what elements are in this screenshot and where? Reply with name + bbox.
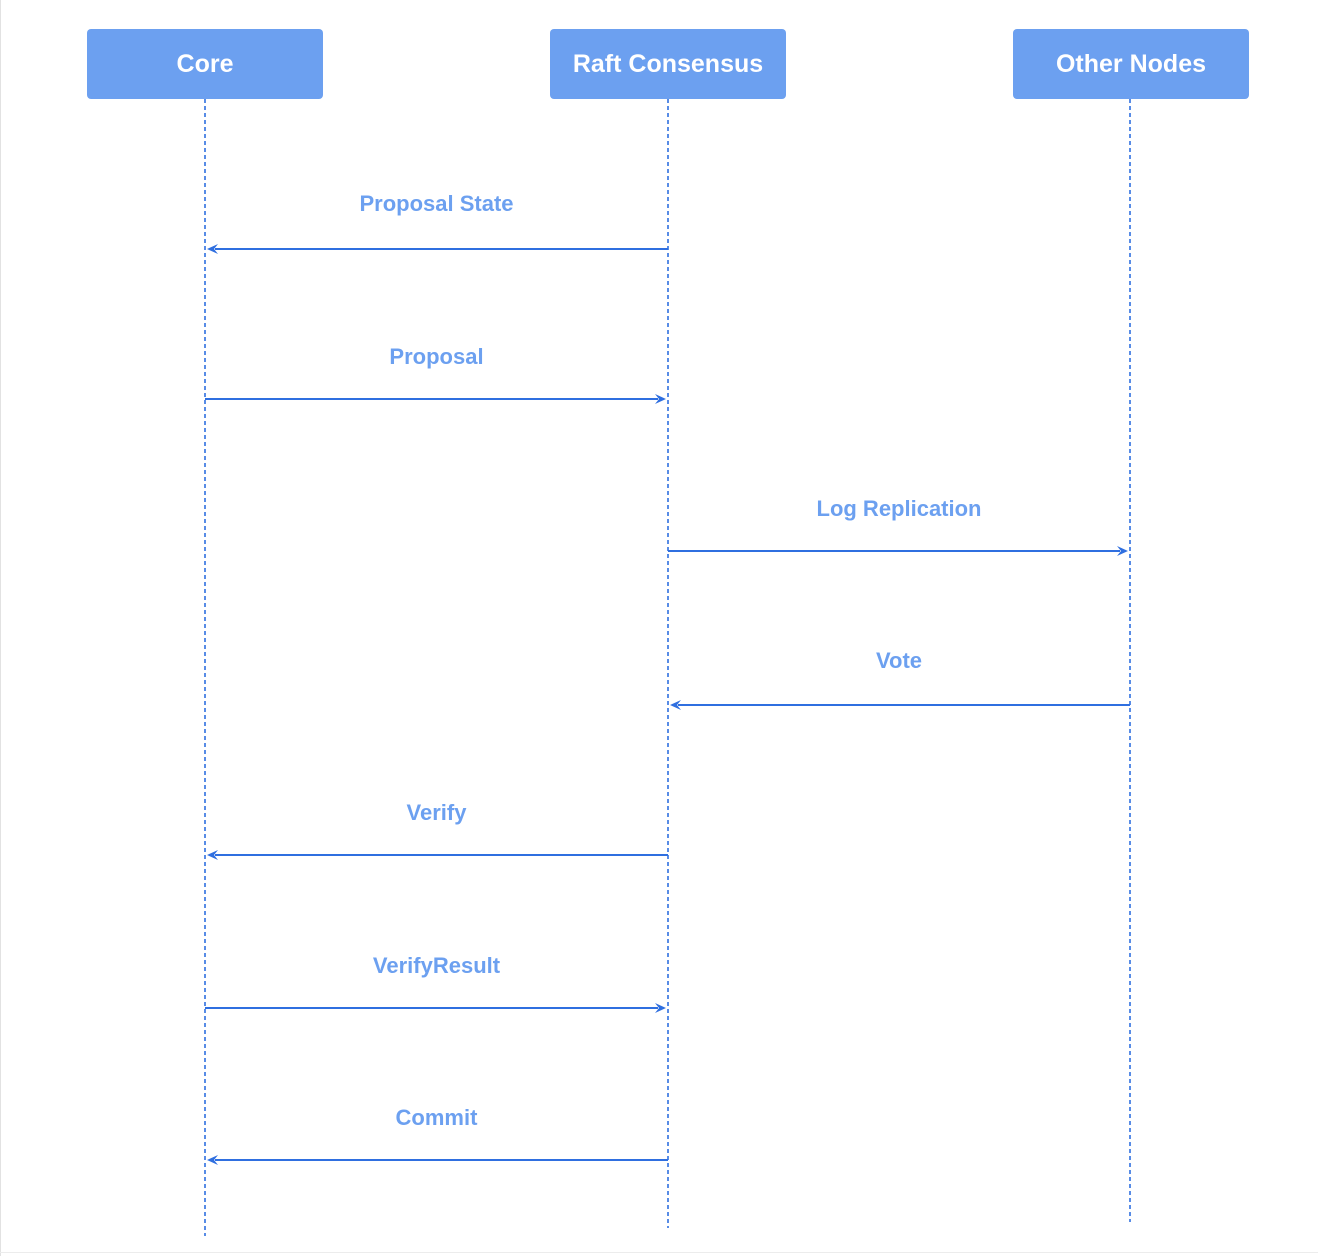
arrowhead-icon [207,1155,218,1165]
message-label-verify: Verify [406,800,467,825]
arrowhead-icon [207,244,218,254]
arrowhead-icon [207,850,218,860]
participant-core[interactable]: Core [87,29,323,99]
message-label-log-replication: Log Replication [816,496,982,521]
participant-other-nodes-label: Other Nodes [1055,49,1207,78]
message-label-proposal: Proposal [389,344,484,369]
participant-core-label: Core [176,49,234,78]
participant-raft-consensus[interactable]: Raft Consensus [550,29,786,99]
arrowhead-icon [655,394,666,404]
arrowhead-icon [655,1003,666,1013]
participant-other-nodes[interactable]: Other Nodes [1013,29,1249,99]
canvas-bottom-edge [0,1252,1318,1253]
participant-raft-consensus-label: Raft Consensus [572,49,764,78]
message-label-proposal-state: Proposal State [359,191,514,216]
arrowhead-icon [1117,546,1128,556]
canvas-left-edge [0,0,1,1256]
message-label-vote: Vote [875,648,923,673]
message-label-commit: Commit [395,1105,478,1130]
arrowhead-icon [670,700,681,710]
message-label-verify-result: VerifyResult [372,953,501,978]
